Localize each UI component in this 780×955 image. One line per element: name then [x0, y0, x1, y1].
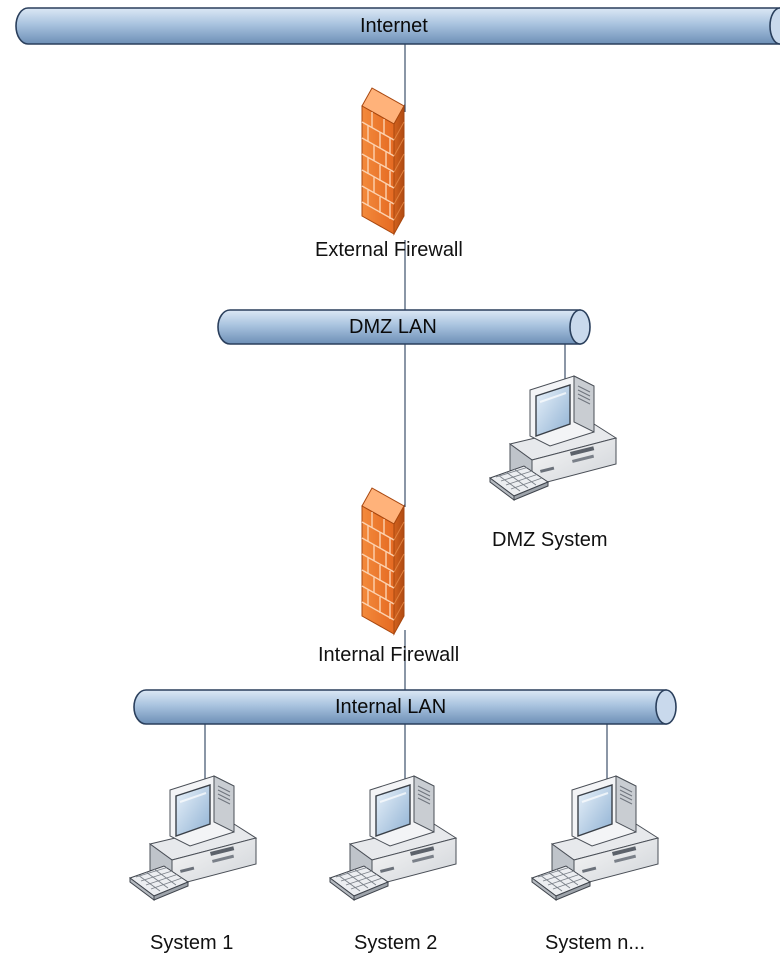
system-1-computer-icon	[129, 775, 257, 901]
dmz-lan-bus	[217, 309, 591, 345]
system-2-label: System 2	[354, 932, 438, 954]
internet-bus	[15, 7, 780, 45]
internal-firewall-icon	[361, 487, 405, 635]
internal-lan-bus-label: Internal LAN	[335, 696, 447, 718]
system-n-label: System n...	[545, 932, 646, 954]
internal-lan-bus	[133, 689, 677, 725]
external-firewall-icon	[361, 87, 405, 235]
internet-bus-label: Internet	[360, 15, 428, 37]
external-firewall-label: External Firewall	[315, 239, 463, 261]
system-1-label: System 1	[150, 932, 234, 954]
system-2-computer-icon	[329, 775, 457, 901]
dmz-lan-bus-label: DMZ LAN	[349, 316, 437, 338]
system-n-computer-icon	[531, 775, 659, 901]
dmz-system-label: DMZ System	[492, 529, 608, 551]
internal-firewall-label: Internal Firewall	[318, 644, 460, 666]
dmz-system-computer-icon	[489, 375, 617, 501]
